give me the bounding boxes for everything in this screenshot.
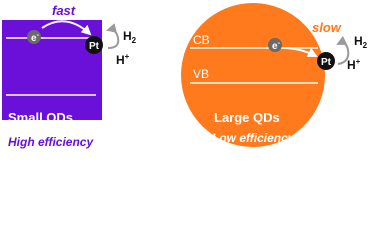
- electron-icon-left: [27, 30, 41, 44]
- h2-label-right: H2: [354, 34, 368, 50]
- pt-label-right: Pt: [321, 57, 332, 68]
- small-qds-label: Small QDs: [8, 110, 73, 125]
- large-qd-circle: [181, 3, 325, 147]
- h2-label-left: H2: [123, 29, 137, 45]
- h2-evolution-arrow-right: [336, 35, 350, 65]
- electron-label-left: e-: [31, 32, 40, 44]
- pt-catalyst-left: [85, 36, 103, 54]
- transfer-arrow-slow: [282, 47, 318, 57]
- vb-label: VB: [193, 67, 209, 81]
- transfer-arrow-fast: [41, 20, 92, 36]
- low-efficiency-label: Low efficiency: [212, 131, 296, 145]
- speed-label-slow: slow: [312, 20, 342, 35]
- h-plus-label-left: H+: [116, 52, 130, 67]
- electron-label-right: e-: [272, 40, 281, 52]
- quantum-dot-diagram: e- fast Pt H2 H+ Small QDs High efficien…: [2, 3, 368, 149]
- small-qd-square: [2, 20, 102, 120]
- pt-label-left: Pt: [89, 41, 100, 52]
- electron-icon-right: [268, 38, 282, 52]
- speed-label-fast: fast: [52, 3, 76, 18]
- h2-evolution-arrow-left: [106, 23, 120, 49]
- large-qds-label: Large QDs: [214, 110, 280, 125]
- cb-label: CB: [193, 33, 210, 47]
- pt-catalyst-right: [317, 52, 335, 70]
- high-efficiency-label: High efficiency: [8, 135, 94, 149]
- h-plus-label-right: H+: [347, 57, 361, 72]
